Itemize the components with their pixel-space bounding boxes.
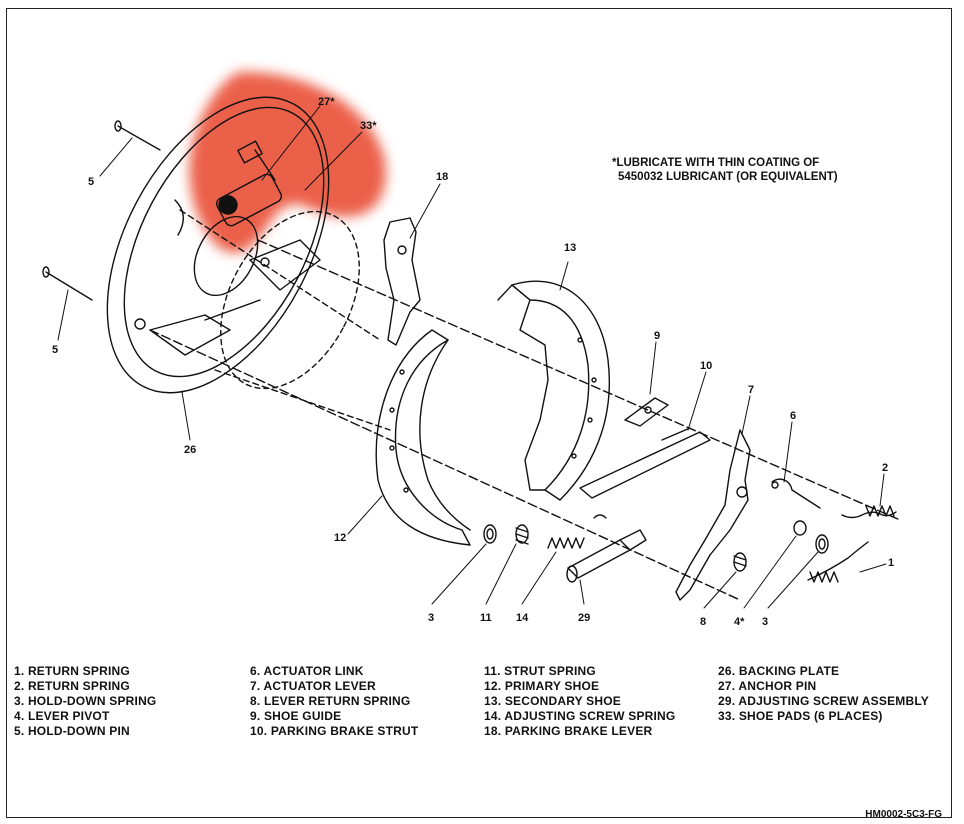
hold-down-pin-bottom (42, 266, 93, 301)
hold-down-spring-right (815, 534, 829, 554)
callout-27: 27* (318, 96, 335, 108)
legend-item: 33. SHOE PADS (6 PLACES) (718, 709, 883, 723)
legend-item: 13. SECONDARY SHOE (484, 694, 621, 708)
wheel-cylinder (216, 140, 282, 227)
callout-12: 12 (334, 532, 347, 544)
lever-return-spring (733, 552, 747, 572)
actuator-link (771, 478, 821, 509)
callout-13: 13 (564, 242, 577, 254)
callout-8: 8 (700, 616, 707, 628)
callout-29: 29 (578, 612, 591, 624)
legend-item: 7. ACTUATOR LEVER (250, 679, 376, 693)
legend-item: 4. LEVER PIVOT (14, 709, 110, 723)
figure-code: HM0002-5C3-FG (865, 809, 942, 820)
primary-shoe (375, 329, 471, 546)
backing-plate (106, 96, 330, 394)
lubrication-note: *LUBRICATE WITH THIN COATING OF 5450032 … (612, 156, 838, 184)
actuator-lever (675, 429, 751, 601)
legend-item: 11. STRUT SPRING (484, 664, 596, 678)
legend-column-3: 11. STRUT SPRING 12. PRIMARY SHOE 13. SE… (484, 664, 675, 739)
callout-7: 7 (748, 384, 755, 396)
legend-item: 10. PARKING BRAKE STRUT (250, 724, 419, 738)
note-line-2: 5450032 LUBRICANT (OR EQUIVALENT) (618, 171, 838, 183)
legend-item: 2. RETURN SPRING (14, 679, 130, 693)
callout-3-right: 3 (762, 616, 769, 628)
legend-item: 5. HOLD-DOWN PIN (14, 724, 130, 738)
callout-5-top: 5 (88, 176, 95, 188)
callout-10: 10 (700, 360, 713, 372)
legend-item: 1. RETURN SPRING (14, 664, 130, 678)
callout-26: 26 (184, 444, 197, 456)
legend-item: 18. PARKING BRAKE LEVER (484, 724, 653, 738)
legend-item: 3. HOLD-DOWN SPRING (14, 694, 157, 708)
legend-item: 8. LEVER RETURN SPRING (250, 694, 411, 708)
secondary-shoe (497, 280, 611, 501)
legend-column-4: 26. BACKING PLATE 27. ANCHOR PIN 29. ADJ… (718, 664, 929, 724)
hold-down-spring-left (483, 524, 497, 544)
callout-3-left: 3 (428, 612, 435, 624)
legend-column-2: 6. ACTUATOR LINK 7. ACTUATOR LEVER 8. LE… (250, 664, 418, 739)
shoe-guide (624, 397, 669, 427)
legend-item: 29. ADJUSTING SCREW ASSEMBLY (718, 694, 929, 708)
callout-4: 4* (734, 616, 745, 628)
callout-33: 33* (360, 120, 377, 132)
strut-spring (515, 524, 529, 545)
parking-brake-lever (383, 217, 421, 346)
hold-down-pin-top (114, 120, 161, 151)
legend-item: 12. PRIMARY SHOE (484, 679, 600, 693)
note-line-1: *LUBRICATE WITH THIN COATING OF (612, 157, 820, 169)
callout-11: 11 (480, 612, 492, 624)
return-spring-1 (807, 541, 869, 583)
lever-pivot (793, 520, 807, 536)
legend-column-1: 1. RETURN SPRING 2. RETURN SPRING 3. HOL… (14, 664, 156, 739)
legend-item: 14. ADJUSTING SCREW SPRING (484, 709, 676, 723)
legend-item: 9. SHOE GUIDE (250, 709, 342, 723)
parking-brake-strut (579, 427, 711, 499)
legend-item: 27. ANCHOR PIN (718, 679, 817, 693)
callout-14: 14 (516, 612, 529, 624)
red-highlight-mark (189, 71, 386, 253)
legend-item: 6. ACTUATOR LINK (250, 664, 364, 678)
callout-6: 6 (790, 410, 797, 422)
diagram-frame (6, 8, 952, 818)
adjusting-screw-assembly (566, 529, 647, 583)
leader-lines (57, 105, 887, 609)
return-spring-2 (841, 505, 897, 519)
callout-1: 1 (888, 557, 895, 569)
adjusting-screw-spring (547, 514, 607, 549)
callout-2: 2 (882, 462, 889, 474)
callout-18: 18 (436, 171, 449, 183)
callout-9: 9 (654, 330, 661, 342)
legend-item: 26. BACKING PLATE (718, 664, 840, 678)
callout-5-bottom: 5 (52, 344, 59, 356)
